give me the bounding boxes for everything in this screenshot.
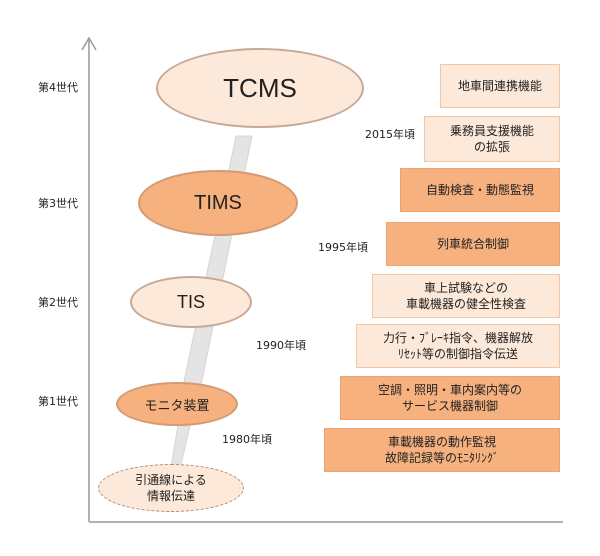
year-2015: 2015年頃 (365, 128, 415, 141)
system-tcms: TCMS (156, 48, 364, 128)
feature-box-7: 空調・照明・車内案内等の サービス機器制御 (340, 376, 560, 420)
feature-box-8-line1: 車載機器の動作監視 (387, 435, 496, 449)
feature-box-3: 自動検査・動態監視 (400, 168, 560, 212)
feature-box-5-line2: 車載機器の健全性検査 (405, 297, 526, 311)
year-1995: 1995年頃 (318, 241, 368, 254)
feature-box-4-line1: 列車統合制御 (436, 237, 509, 251)
system-monitor-label: モニタ装置 (144, 398, 210, 414)
feature-box-6-line1: 力行・ﾌﾞﾚｰｷ指令、機器解放 (382, 331, 533, 345)
feature-box-3-line1: 自動検査・動態監視 (425, 183, 534, 197)
year-1980: 1980年頃 (222, 433, 272, 446)
feature-box-7-line2: サービス機器制御 (401, 399, 498, 413)
generation-label-3: 第3世代 (38, 197, 78, 210)
system-initial-line1: 引通線による (135, 473, 207, 487)
feature-box-1-line1: 地車間連携機能 (457, 79, 542, 93)
feature-box-5-line1: 車上試験などの (423, 281, 508, 295)
feature-box-7-line1: 空調・照明・車内案内等の (377, 383, 522, 397)
system-tcms-label: TCMS (223, 72, 297, 103)
system-tims: TIMS (138, 170, 298, 236)
system-monitor: モニタ装置 (116, 382, 238, 426)
feature-box-2-line1: 乗務員支援機能 (449, 124, 534, 138)
system-tis: TIS (130, 276, 252, 328)
feature-box-5: 車上試験などの 車載機器の健全性検査 (372, 274, 560, 318)
generation-label-4: 第4世代 (38, 81, 78, 94)
generation-label-1: 第1世代 (38, 395, 78, 408)
feature-box-8-line2: 故障記録等のﾓﾆﾀﾘﾝｸﾞ (384, 451, 499, 465)
system-tims-label: TIMS (194, 191, 242, 214)
feature-box-4: 列車統合制御 (386, 222, 560, 266)
feature-box-6-line2: ﾘｾｯﾄ等の制御指令伝送 (397, 347, 518, 361)
system-initial-line2: 情報伝達 (146, 489, 195, 503)
axis-arrow-icon (81, 36, 97, 51)
feature-box-2: 乗務員支援機能 の拡張 (424, 116, 560, 162)
system-initial: 引通線による 情報伝達 (98, 464, 244, 512)
feature-box-2-line2: の拡張 (473, 140, 510, 154)
feature-box-8: 車載機器の動作監視 故障記録等のﾓﾆﾀﾘﾝｸﾞ (324, 428, 560, 472)
feature-box-6: 力行・ﾌﾞﾚｰｷ指令、機器解放 ﾘｾｯﾄ等の制御指令伝送 (356, 324, 560, 368)
system-tis-label: TIS (176, 291, 205, 312)
feature-box-1: 地車間連携機能 (440, 64, 560, 108)
generation-label-2: 第2世代 (38, 296, 78, 309)
year-1990: 1990年頃 (256, 339, 306, 352)
